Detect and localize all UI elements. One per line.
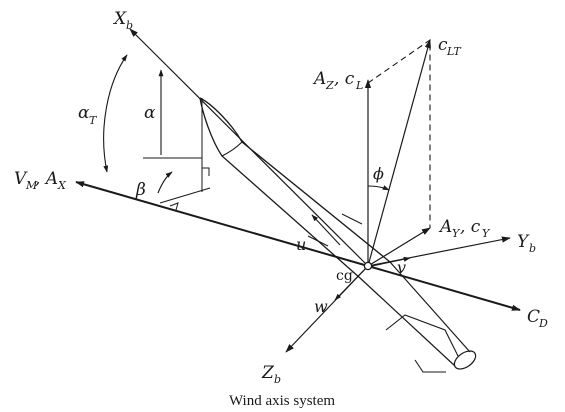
svg-text:Y: Y [482, 227, 491, 240]
svg-text:Z: Z [325, 79, 334, 92]
alpha-label: α [144, 103, 156, 123]
alpha-t-label: α T [78, 103, 98, 127]
v-arrow [371, 256, 411, 267]
ay-vector [367, 227, 431, 267]
svg-text:M: M [25, 179, 38, 192]
u-label: u [296, 235, 306, 254]
beta-right-angle [169, 202, 179, 211]
svg-text:A: A [438, 217, 452, 237]
svg-text:LT: LT [446, 45, 462, 58]
svg-text:Y: Y [517, 232, 530, 252]
cg-label: cg [336, 268, 353, 284]
vm-axis [75, 181, 369, 267]
clt-vector [367, 39, 431, 267]
clt-dashed-box [367, 38, 431, 228]
vm-label: V M , A X [14, 169, 67, 192]
phi-label: ϕ [373, 164, 384, 183]
beta-line [159, 187, 211, 204]
alpha-t-arc [103, 54, 128, 173]
zb-label: Z b [261, 363, 281, 386]
svg-text:, A: , A [35, 169, 58, 189]
svg-text:α: α [78, 103, 90, 123]
svg-text:b: b [126, 19, 133, 32]
v-label: v [397, 258, 406, 277]
az-label: A Z , c L [312, 69, 363, 92]
ay-label: A Y , c Y [438, 217, 491, 240]
phi-arc [367, 185, 390, 191]
svg-text:b: b [529, 242, 536, 255]
svg-text:L: L [355, 79, 363, 92]
svg-text:Z: Z [261, 363, 275, 383]
w-label: w [314, 297, 328, 316]
yb-label: Y b [517, 232, 536, 255]
beta-label: β [135, 180, 146, 200]
cd-label: C D [527, 307, 548, 330]
cg-point [363, 261, 373, 271]
svg-text:T: T [89, 114, 98, 127]
svg-text:C: C [527, 307, 540, 327]
w-arrow [334, 267, 367, 301]
cd-axis [367, 265, 521, 311]
clt-label: c LT [438, 35, 462, 58]
beta-arc [157, 171, 173, 194]
svg-text:A: A [312, 69, 326, 89]
svg-text:b: b [274, 373, 281, 386]
xb-axis [129, 28, 369, 267]
svg-text:X: X [57, 179, 67, 192]
alpha-right-angle [202, 167, 210, 176]
svg-text:, c: , c [334, 69, 355, 89]
u-arrow [311, 214, 341, 246]
svg-text:Y: Y [452, 227, 461, 240]
svg-text:c: c [438, 35, 448, 55]
svg-text:X: X [112, 9, 127, 29]
missile-body [199, 97, 477, 373]
svg-text:, c: , c [460, 217, 481, 237]
svg-text:V: V [14, 169, 28, 189]
figure-caption: Wind axis system [229, 393, 335, 409]
xb-label: X b [112, 9, 133, 32]
svg-text:D: D [538, 317, 548, 330]
